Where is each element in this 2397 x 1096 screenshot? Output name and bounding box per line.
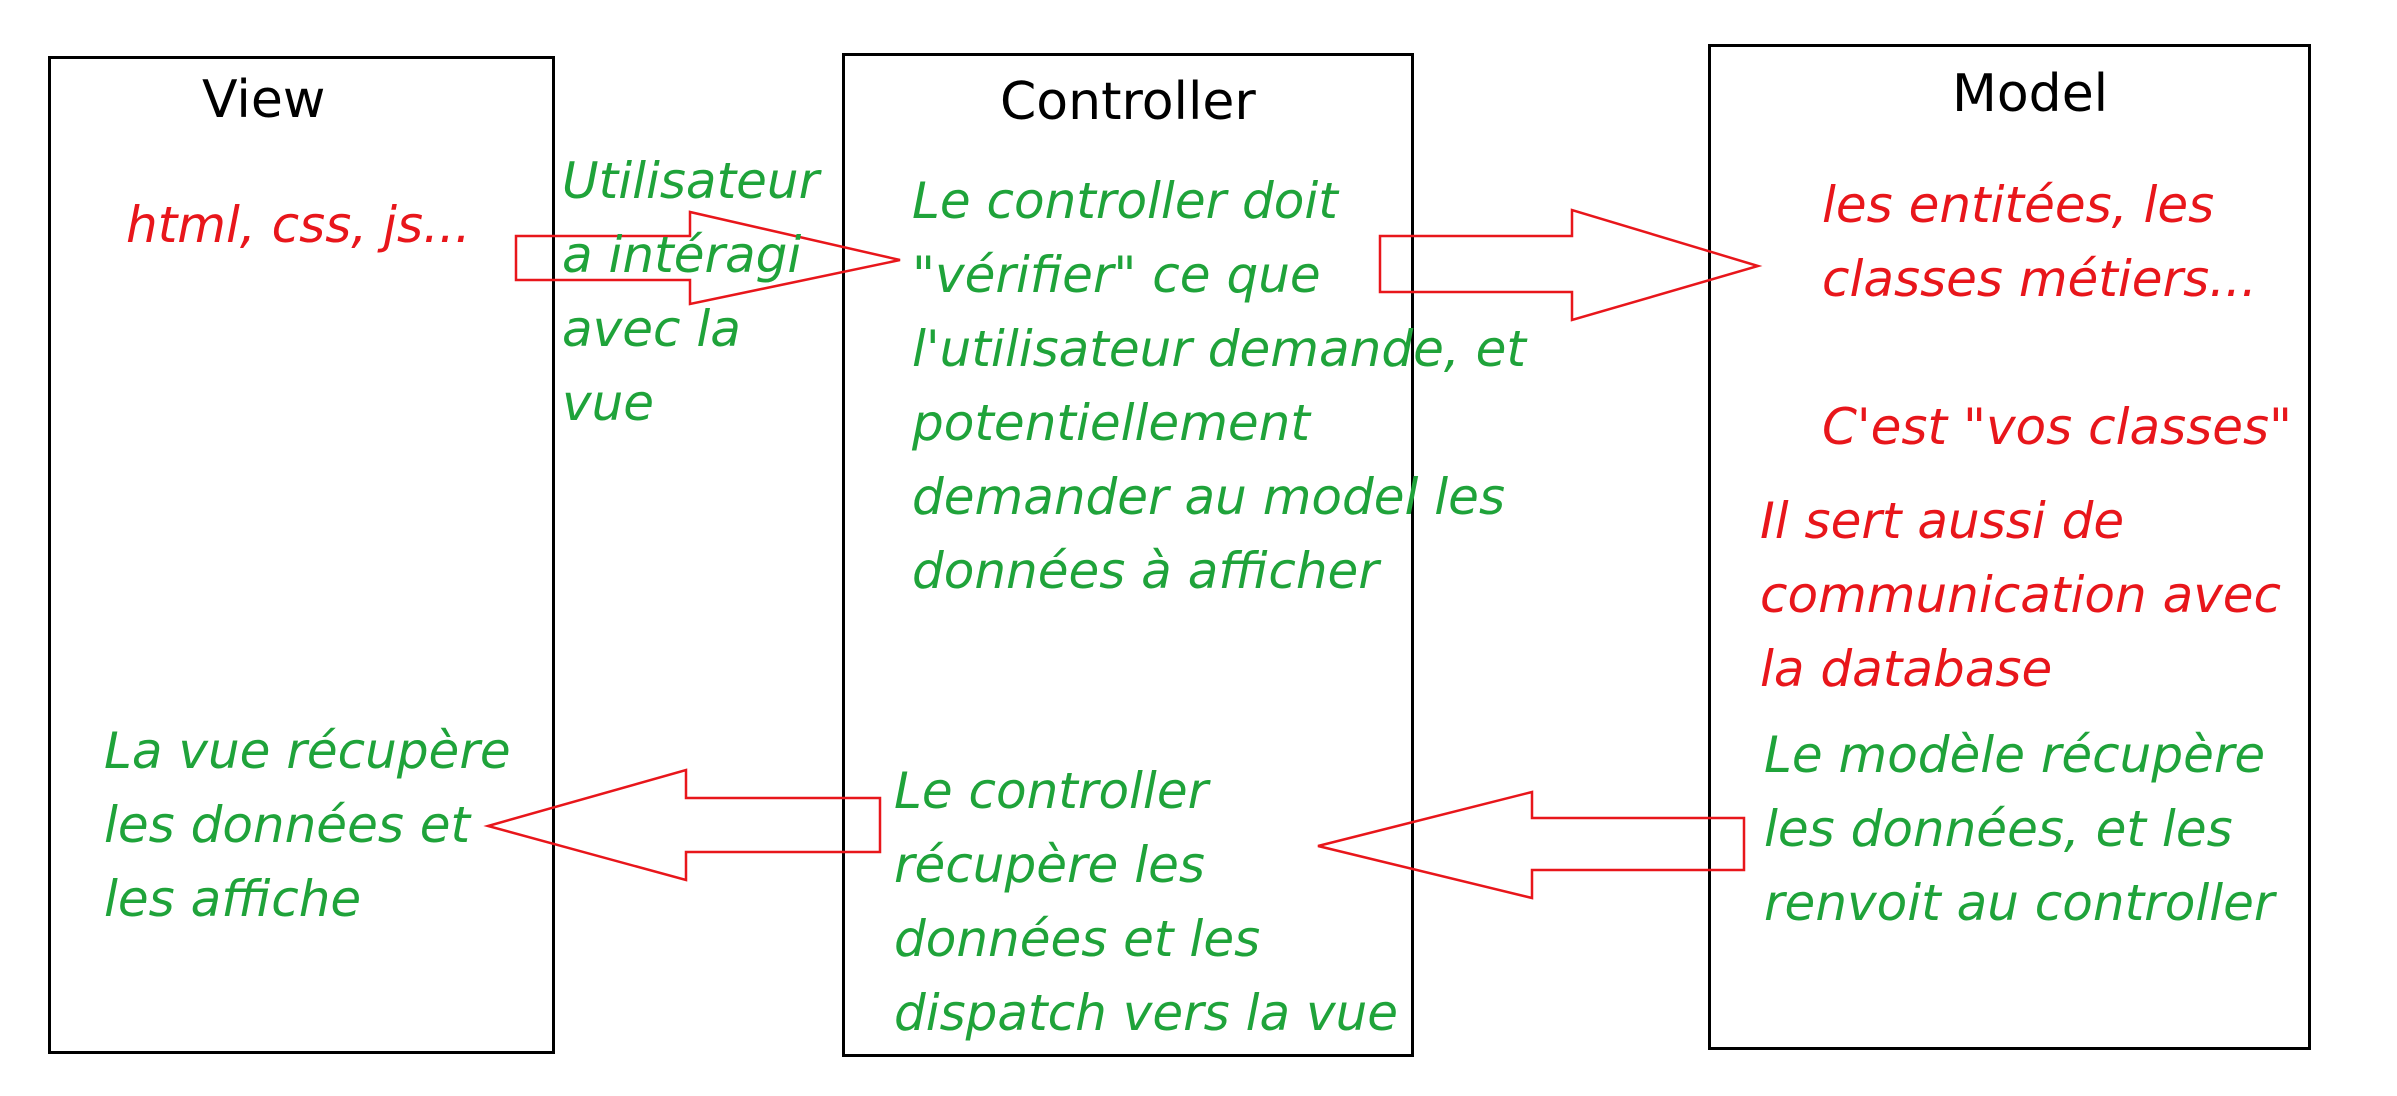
controller-verify-note: Le controller doit "vérifier" ce que l'u… (912, 172, 1526, 600)
view-display-note: La vue récupère les données et les affic… (104, 722, 511, 928)
arrow-controller-to-view (483, 768, 882, 882)
arrow-model-to-controller (1317, 790, 1746, 900)
model-entities-note: les entitées, les classes métiers... (1822, 176, 2257, 308)
view-tech-note: html, css, js... (126, 196, 471, 254)
model-return-note: Le modèle récupère les données, et les r… (1764, 726, 2275, 932)
model-your-classes-note: C'est "vos classes" (1822, 398, 2293, 456)
view-box (48, 56, 555, 1054)
controller-box (842, 53, 1414, 1057)
view-title: View (202, 70, 326, 130)
controller-title: Controller (1000, 72, 1256, 132)
model-database-note: Il sert aussi de communication avec la d… (1760, 492, 2282, 698)
arrow-view-to-controller (514, 210, 901, 306)
arrow-controller-to-model (1378, 208, 1763, 322)
user-interaction-note: Utilisateur a intéragi avec la vue (562, 152, 820, 432)
model-box (1708, 44, 2311, 1050)
model-title: Model (1952, 64, 2109, 124)
controller-dispatch-note: Le controller récupère les données et le… (894, 762, 1399, 1042)
